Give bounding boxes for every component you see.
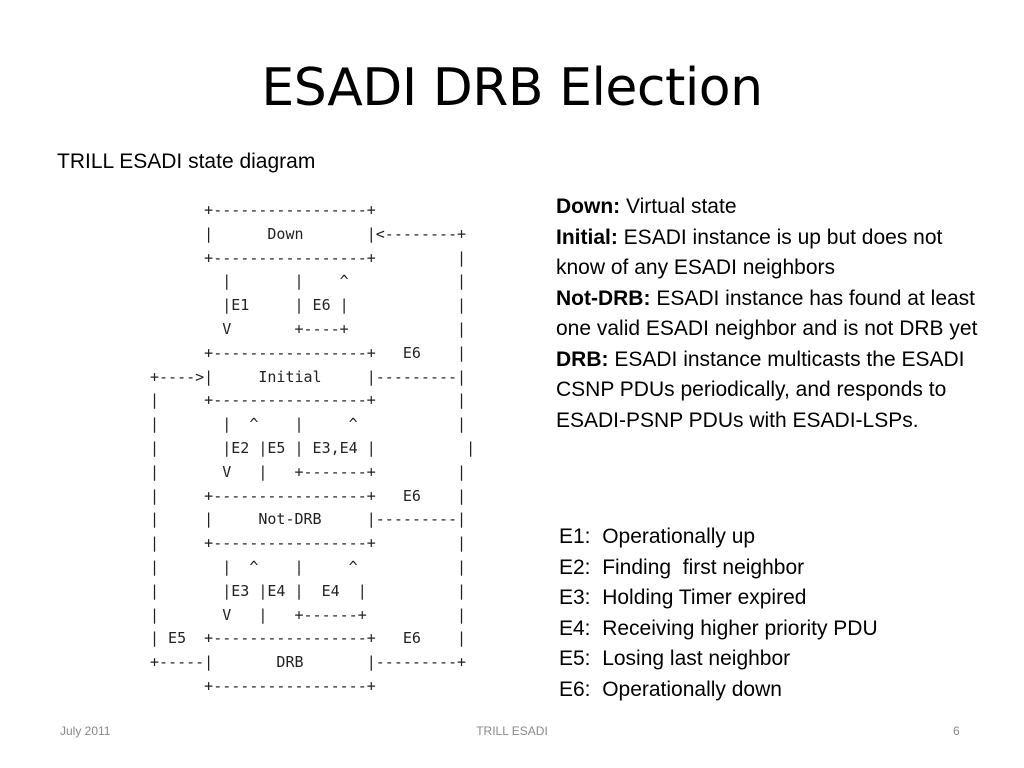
- slide-number: 6: [953, 724, 960, 738]
- definition-term: Down:: [556, 195, 621, 218]
- definition-initial: Initial: ESADI instance is up but does n…: [556, 223, 996, 284]
- definition-term: Not-DRB:: [556, 286, 651, 310]
- definition-down: Down: Virtual state: [556, 192, 996, 223]
- definition-term: DRB:: [556, 347, 609, 371]
- definition-text: Virtual state: [620, 195, 737, 218]
- footer-title: TRILL ESADI: [476, 724, 548, 738]
- footer-date: July 2011: [60, 724, 111, 738]
- definition-term: Initial:: [556, 225, 618, 249]
- definition-not-drb: Not-DRB: ESADI instance has found at lea…: [556, 284, 996, 345]
- definition-text: ESADI instance multicasts the ESADI CSNP…: [556, 347, 965, 432]
- definition-text: ESADI instance has found at least one va…: [556, 286, 978, 341]
- event-e1: E1: Operationally up: [559, 525, 756, 548]
- event-list: E1: Operationally up E2: Finding first n…: [559, 522, 878, 705]
- diagram-caption: TRILL ESADI state diagram: [57, 150, 316, 173]
- definition-drb: DRB: ESADI instance multicasts the ESADI…: [556, 345, 996, 437]
- state-definitions: Down: Virtual state Initial: ESADI insta…: [556, 192, 996, 436]
- slide-title: ESADI DRB Election: [261, 58, 763, 118]
- event-e3: E3: Holding Timer expired: [559, 586, 807, 609]
- state-diagram: +-----------------+ | Down |<--------+ +…: [150, 201, 476, 695]
- definition-text: ESADI instance is up but does not know o…: [556, 225, 943, 280]
- event-e6: E6: Operationally down: [559, 677, 782, 701]
- event-e4: E4: Receiving higher priority PDU: [559, 616, 878, 640]
- event-e5: E5: Losing last neighbor: [559, 647, 791, 670]
- event-e2: E2: Finding first neighbor: [559, 555, 805, 579]
